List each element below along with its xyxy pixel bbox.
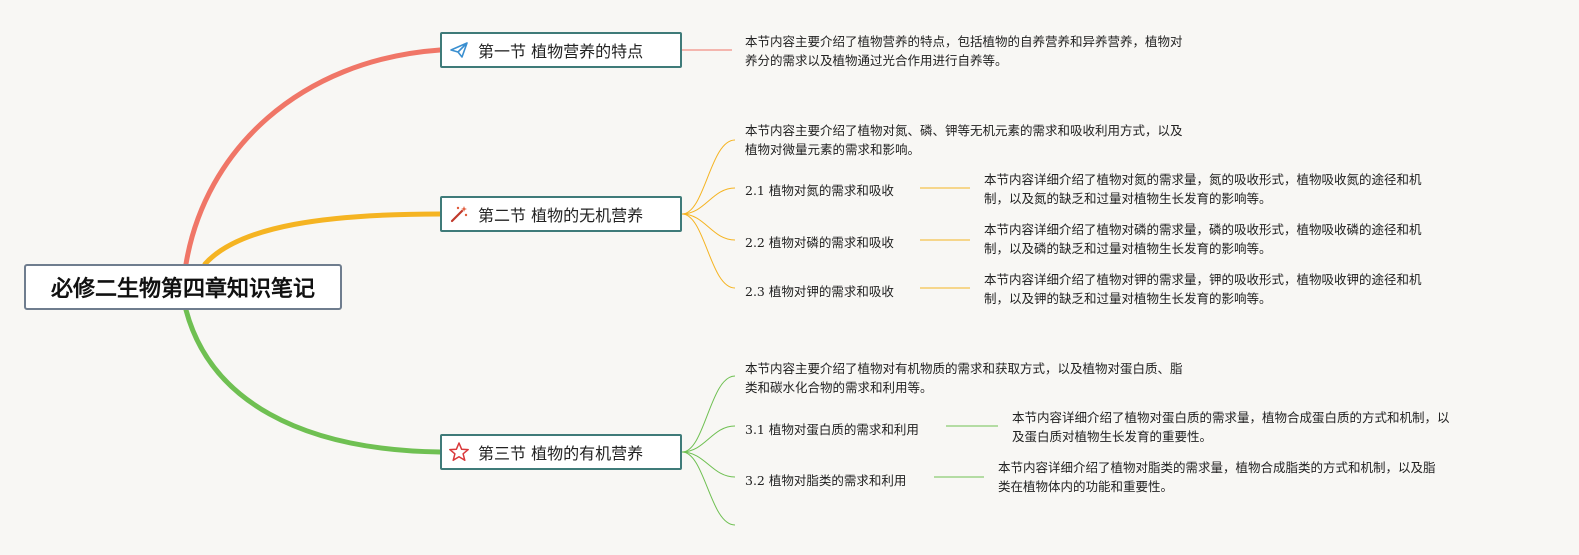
fan-section2: [681, 139, 970, 289]
section1-title: 第一节 植物营养的特点: [478, 42, 644, 61]
root-title: 必修二生物第四章知识笔记: [50, 277, 315, 302]
subtopic-3-2[interactable]: 3.2 植物对脂类的需求和利用: [745, 473, 907, 488]
star-icon: [448, 441, 470, 463]
root-node[interactable]: 必修二生物第四章知识笔记: [24, 264, 342, 310]
subtopic-3-1-detail: 本节内容详细介绍了植物对蛋白质的需求量，植物合成蛋白质的方式和机制，以 及蛋白质…: [1012, 410, 1450, 444]
fan-section3: [681, 375, 998, 526]
section2-node[interactable]: 第二节 植物的无机营养: [440, 196, 682, 232]
section1-summary: 本节内容主要介绍了植物营养的特点，包括植物的自养营养和异养营养，植物对 养分的需…: [745, 34, 1183, 68]
subtopic-3-1[interactable]: 3.1 植物对蛋白质的需求和利用: [745, 422, 919, 437]
subtopic-2-1[interactable]: 2.1 植物对氮的需求和吸收: [745, 183, 894, 198]
subtopic-2-3[interactable]: 2.3 植物对钾的需求和吸收: [745, 284, 894, 299]
branch-line-section2: [202, 211, 443, 267]
subtopic-2-2-detail: 本节内容详细介绍了植物对磷的需求量，磷的吸收形式，植物吸收磷的途径和机 制，以及…: [984, 222, 1422, 256]
section3-summary: 本节内容主要介绍了植物对有机物质的需求和获取方式，以及植物对蛋白质、脂 类和碳水…: [745, 361, 1183, 395]
branch-line-section3: [183, 307, 443, 455]
paper-plane-icon: [448, 39, 470, 61]
subtopic-3-2-detail: 本节内容详细介绍了植物对脂类的需求量，植物合成脂类的方式和机制，以及脂 类在植物…: [998, 460, 1436, 494]
section2-title: 第二节 植物的无机营养: [478, 206, 644, 225]
magic-wand-icon: [448, 203, 470, 225]
section3-node[interactable]: 第三节 植物的有机营养: [440, 434, 682, 470]
subtopic-2-3-detail: 本节内容详细介绍了植物对钾的需求量，钾的吸收形式，植物吸收钾的途径和机 制，以及…: [984, 272, 1422, 306]
branch-line-section1: [183, 47, 443, 267]
subtopic-2-2[interactable]: 2.2 植物对磷的需求和吸收: [745, 235, 894, 250]
section2-summary: 本节内容主要介绍了植物对氮、磷、钾等无机元素的需求和吸收利用方式，以及 植物对微…: [745, 123, 1183, 157]
subtopic-2-1-detail: 本节内容详细介绍了植物对氮的需求量，氮的吸收形式，植物吸收氮的途径和机 制，以及…: [984, 172, 1422, 206]
section3-title: 第三节 植物的有机营养: [478, 444, 644, 463]
section1-node[interactable]: 第一节 植物营养的特点: [440, 32, 682, 68]
